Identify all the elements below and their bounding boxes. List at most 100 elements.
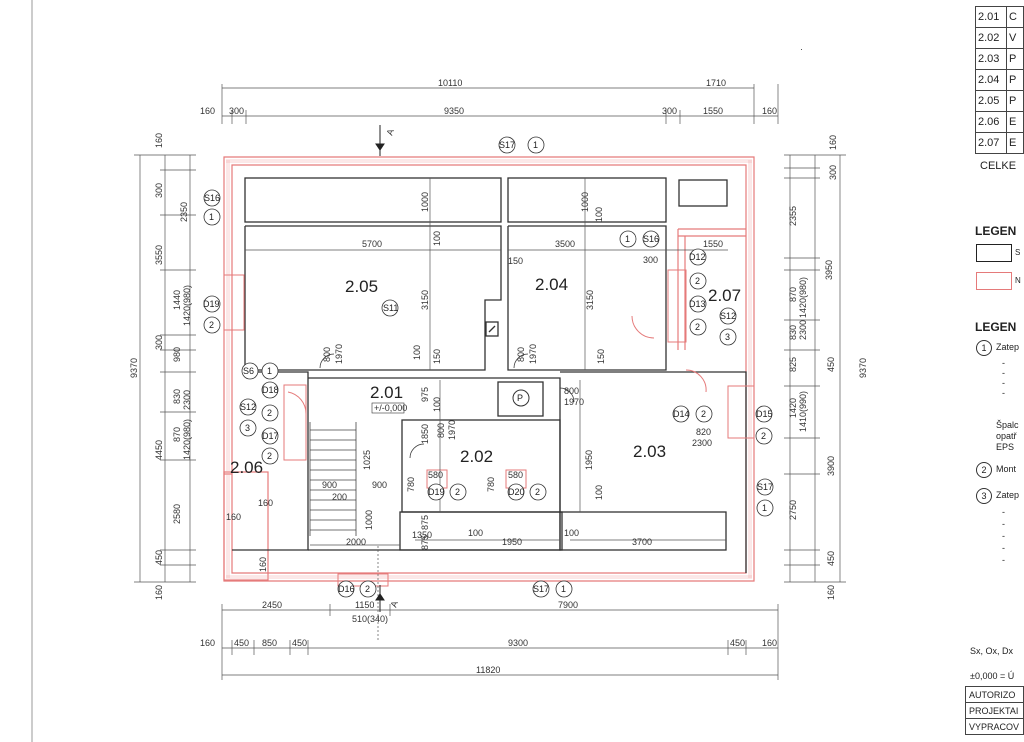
svg-text:S12: S12 bbox=[720, 311, 736, 321]
svg-text:1: 1 bbox=[762, 503, 767, 513]
svg-text:160: 160 bbox=[154, 585, 164, 600]
level-mark-box bbox=[371, 402, 405, 414]
svg-text:1: 1 bbox=[267, 366, 272, 376]
svg-text:3: 3 bbox=[725, 332, 730, 342]
dim-bottom-9300: 9300 bbox=[508, 638, 528, 648]
svg-text:3: 3 bbox=[245, 423, 250, 433]
svg-text:150: 150 bbox=[432, 349, 442, 364]
room-2-05: 2.05 bbox=[345, 277, 378, 296]
table-row: AUTORIZO bbox=[965, 686, 1024, 703]
svg-text:1: 1 bbox=[625, 234, 630, 244]
svg-text:1420(980): 1420(980) bbox=[182, 419, 192, 460]
svg-text:150: 150 bbox=[508, 256, 523, 266]
door-arcs bbox=[319, 353, 575, 459]
svg-text:800: 800 bbox=[564, 386, 579, 396]
svg-text:2: 2 bbox=[701, 409, 706, 419]
svg-text:1: 1 bbox=[561, 584, 566, 594]
legend2-item1: Zatep bbox=[996, 342, 1020, 352]
svg-text:2: 2 bbox=[535, 487, 540, 497]
svg-text:3150: 3150 bbox=[585, 290, 595, 310]
section-mark bbox=[375, 125, 385, 612]
legend2-num-2: 2 bbox=[976, 462, 992, 478]
dim-top-total: 10110 bbox=[438, 78, 462, 88]
svg-text:1: 1 bbox=[533, 140, 538, 150]
dim-bottom-2450: 2450 bbox=[262, 600, 282, 610]
dim-bottom-total: 11820 bbox=[476, 665, 500, 675]
svg-text:975: 975 bbox=[420, 387, 430, 402]
corner-mark: · bbox=[800, 44, 803, 54]
svg-text:1440: 1440 bbox=[172, 290, 182, 310]
svg-text:200: 200 bbox=[332, 492, 347, 502]
footnote-2: ±0,000 = Ú bbox=[970, 671, 1015, 681]
dim-bottom-1150: 1150 bbox=[355, 600, 374, 610]
svg-text:3500: 3500 bbox=[555, 239, 575, 249]
level-mark: +/-0,000 bbox=[374, 403, 407, 413]
svg-text:1420: 1420 bbox=[788, 398, 798, 418]
legend1-item1: S bbox=[1015, 248, 1021, 257]
svg-text:580: 580 bbox=[428, 470, 443, 480]
svg-text:825: 825 bbox=[788, 357, 798, 372]
table-row: PROJEKTAI bbox=[965, 702, 1024, 719]
dim-bottom-450c: 450 bbox=[730, 638, 745, 648]
svg-text:3950: 3950 bbox=[824, 260, 834, 280]
svg-text:160: 160 bbox=[226, 512, 241, 522]
svg-text:1970: 1970 bbox=[447, 420, 457, 440]
svg-text:875: 875 bbox=[420, 515, 430, 530]
svg-text:D20: D20 bbox=[508, 487, 525, 497]
svg-text:1410(990): 1410(990) bbox=[798, 391, 808, 432]
legend2-num-1: 1 bbox=[976, 340, 992, 356]
legend2-dash: ---- bbox=[1002, 358, 1005, 398]
section-label-bottom: A bbox=[388, 600, 399, 609]
svg-text:870: 870 bbox=[788, 287, 798, 302]
svg-text:1420(980): 1420(980) bbox=[798, 277, 808, 318]
room-2-07: 2.07 bbox=[708, 286, 741, 305]
svg-text:160: 160 bbox=[828, 135, 838, 150]
svg-text:100: 100 bbox=[594, 485, 604, 500]
floor-plan-drawing: A A P 2.05 2.04 2.07 2.01 2.02 2.03 2.06… bbox=[31, 0, 868, 742]
tag-circles bbox=[203, 136, 774, 598]
dim-top-right: 1710 bbox=[706, 78, 726, 88]
svg-text:S6: S6 bbox=[243, 366, 254, 376]
svg-text:S17: S17 bbox=[499, 140, 515, 150]
svg-text:150: 150 bbox=[596, 349, 606, 364]
svg-text:900: 900 bbox=[322, 480, 337, 490]
svg-text:820: 820 bbox=[696, 427, 711, 437]
svg-text:1970: 1970 bbox=[334, 344, 344, 364]
legend2-item2: Mont bbox=[996, 464, 1017, 474]
svg-text:2300: 2300 bbox=[182, 390, 192, 410]
svg-text:2580: 2580 bbox=[172, 504, 182, 524]
svg-text:100: 100 bbox=[594, 207, 604, 222]
dim-bottom-450b: 450 bbox=[292, 638, 307, 648]
svg-text:3550: 3550 bbox=[154, 245, 164, 265]
dim-bottom-160a: 160 bbox=[200, 638, 215, 648]
section-label-top: A bbox=[384, 128, 395, 137]
dims-right: 9370 160 300 2355 3950 870 1420(980) 830… bbox=[788, 135, 868, 600]
svg-text:160: 160 bbox=[826, 585, 836, 600]
legend2-dash2: ----- bbox=[1002, 507, 1005, 565]
insulation-hatch bbox=[226, 159, 752, 579]
svg-text:2: 2 bbox=[455, 487, 460, 497]
room-2-02: 2.02 bbox=[460, 447, 493, 466]
dim-top-300a: 300 bbox=[229, 106, 244, 116]
walls bbox=[232, 177, 747, 573]
svg-text:900: 900 bbox=[372, 480, 387, 490]
room-2-01: 2.01 bbox=[370, 383, 403, 402]
svg-text:1420(980): 1420(980) bbox=[182, 285, 192, 326]
svg-text:160: 160 bbox=[258, 498, 273, 508]
svg-text:1350: 1350 bbox=[412, 530, 432, 540]
svg-text:3150: 3150 bbox=[420, 290, 430, 310]
svg-text:2: 2 bbox=[761, 431, 766, 441]
svg-text:2: 2 bbox=[365, 584, 370, 594]
windows bbox=[223, 269, 755, 587]
svg-text:2: 2 bbox=[267, 408, 272, 418]
svg-text:D16: D16 bbox=[338, 584, 355, 594]
svg-text:3700: 3700 bbox=[632, 537, 652, 547]
svg-text:1: 1 bbox=[209, 212, 214, 222]
room-2-03: 2.03 bbox=[633, 442, 666, 461]
insulation-outline bbox=[223, 156, 755, 582]
